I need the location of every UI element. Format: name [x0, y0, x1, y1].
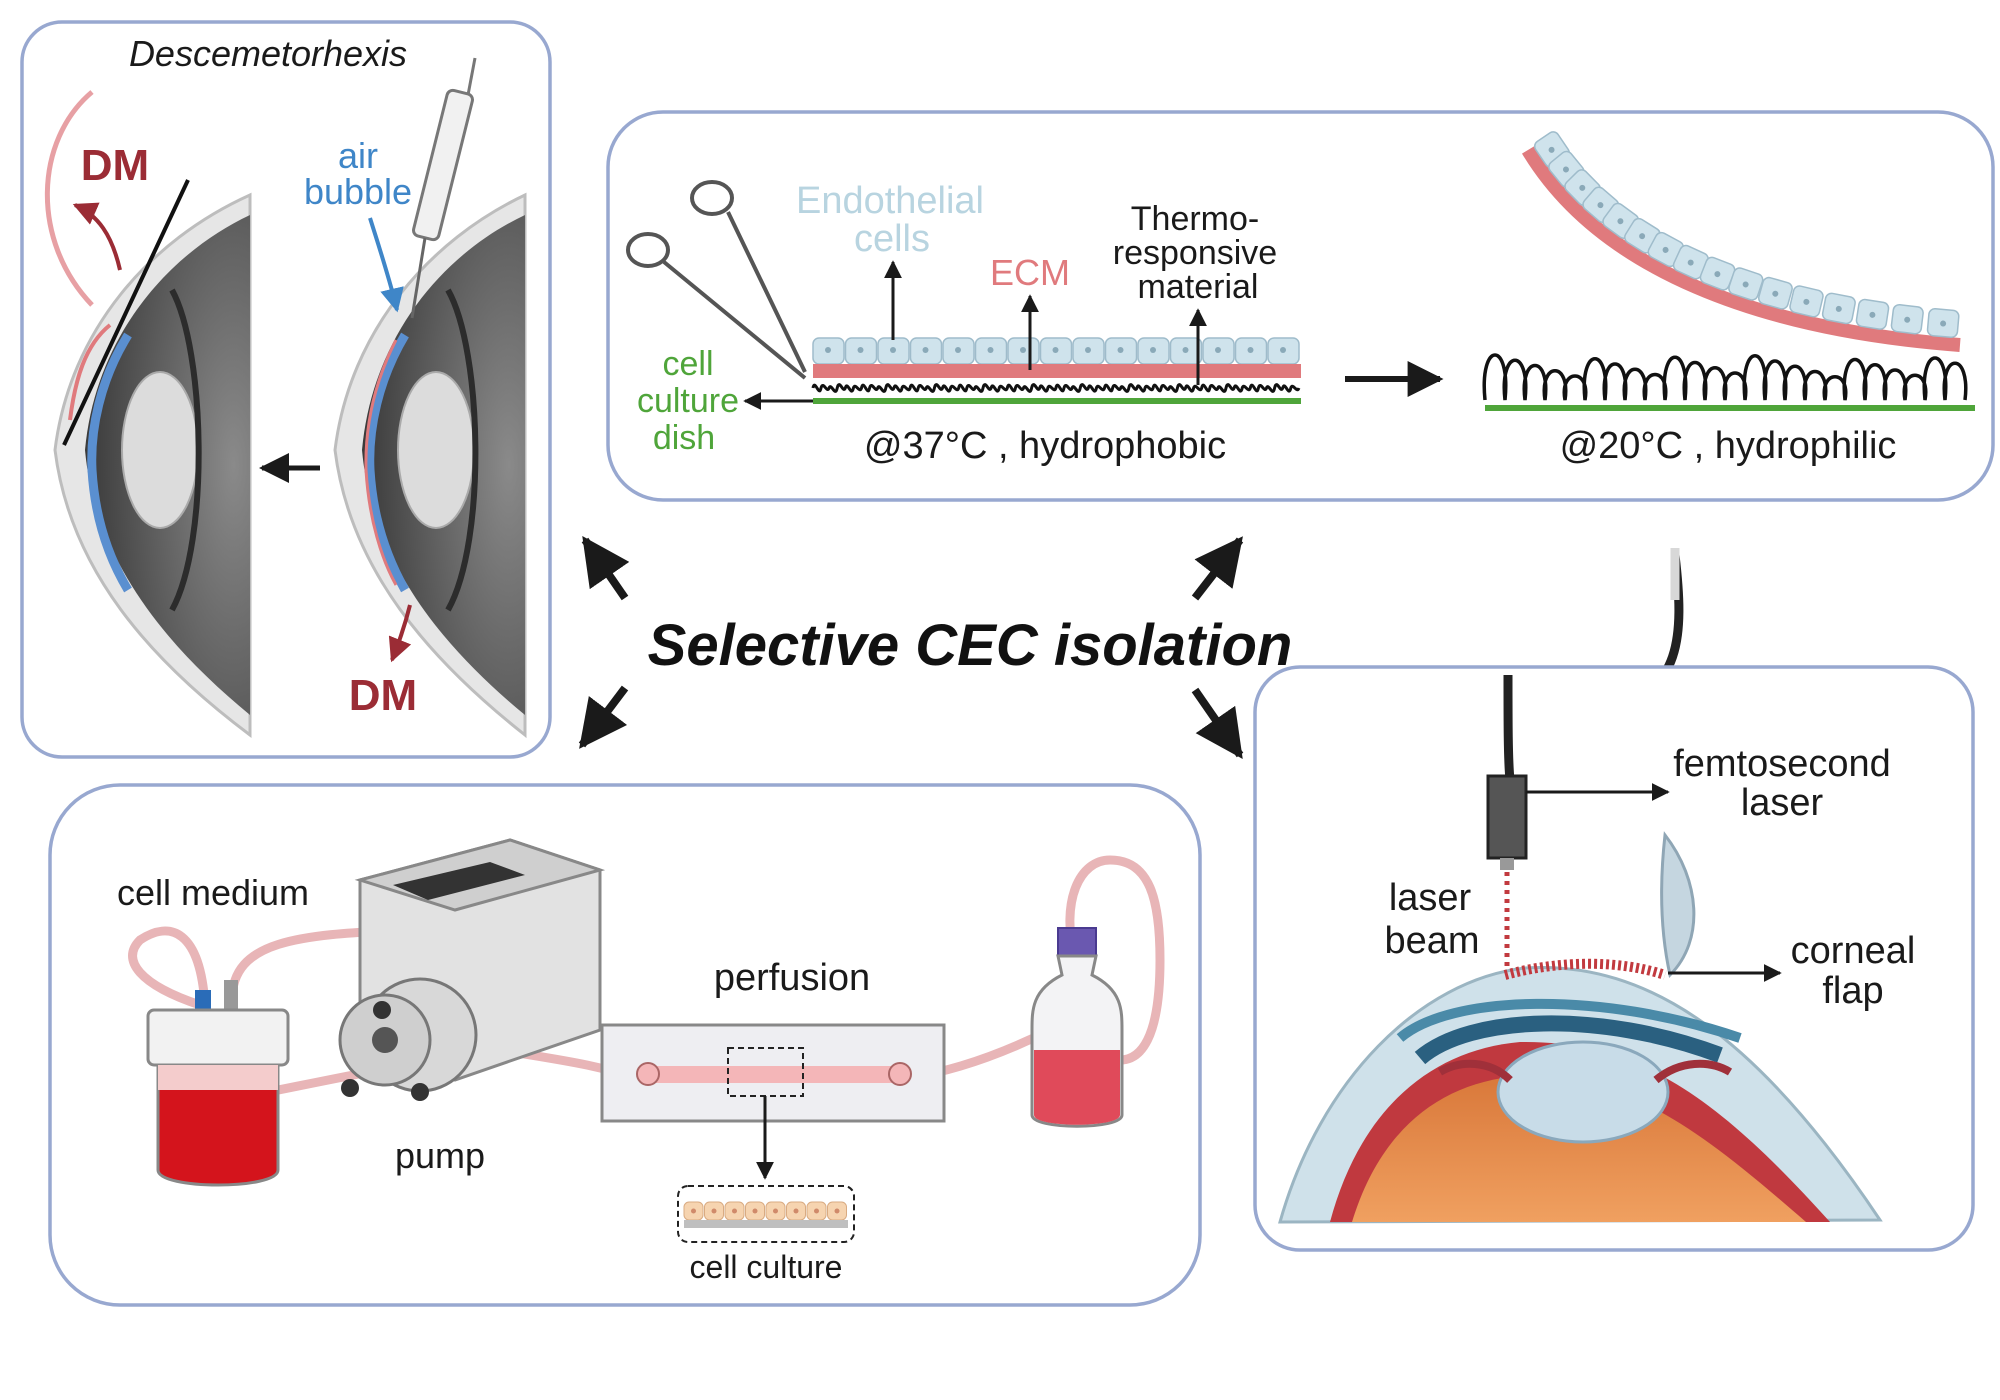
dm-label-right: DM — [349, 671, 417, 720]
arrow-to-perfusion — [578, 685, 629, 749]
thermo-label-line3: material — [1138, 268, 1259, 306]
peristaltic-pump-icon — [338, 838, 606, 1101]
arrow-to-descemetorhexis — [581, 536, 630, 601]
flap-label-line1: corneal — [1791, 930, 1916, 972]
thermo-material-coil-left — [811, 383, 1301, 393]
thermo-material-coil-right — [1482, 353, 1968, 401]
flap-label-line2: flap — [1822, 970, 1883, 1012]
air-bubble-label-line1: air — [338, 135, 378, 176]
arrow-to-thermo — [1191, 536, 1244, 601]
cell-medium-jar-icon — [146, 980, 290, 1187]
condition-right: @20°C , hydrophilic — [1560, 425, 1897, 467]
endothelial-cell-sheet-detached — [1533, 131, 1960, 339]
thermo-label-line1: Thermo- — [1131, 200, 1259, 238]
arrow-to-laser — [1191, 687, 1244, 759]
beam-label-line2: beam — [1384, 920, 1479, 962]
condition-left: @37°C , hydrophobic — [864, 425, 1226, 467]
endothelial-cell-row-left — [812, 337, 1300, 365]
cell-culture-label: cell culture — [690, 1249, 843, 1285]
dm-arrow-right — [388, 604, 412, 663]
eye-cross-section-icon — [1278, 965, 1883, 1224]
dish-line-right — [1485, 405, 1975, 411]
syringe-icon — [410, 57, 477, 319]
dish-label-line1: cell — [662, 345, 713, 383]
dish-label-line3: dish — [653, 419, 715, 457]
peeled-dm-arc — [44, 90, 94, 307]
ecm-sheet-detached — [1522, 146, 1961, 352]
cell-culture-zoom — [677, 1185, 855, 1243]
perfusion-chamber-icon — [600, 1023, 946, 1123]
hemostat-icon — [626, 180, 807, 380]
main-title: Selective CEC isolation — [648, 613, 1293, 678]
beam-label-line1: laser — [1389, 877, 1472, 919]
corneal-flap-icon — [1660, 831, 1696, 978]
perfusion-panel: cell medium pump perfusion cell culture — [48, 783, 1202, 1307]
air-bubble-label-line2: bubble — [304, 171, 412, 212]
laser-panel: femtosecond laser laser beam corneal fla… — [1253, 548, 1975, 1252]
thermo-label-line2: responsive — [1113, 234, 1277, 272]
eye-left-illustration — [53, 179, 252, 739]
dish-line-left — [813, 398, 1301, 404]
endothelial-label-line1: Endothelial — [796, 180, 984, 222]
eye-right-illustration — [333, 192, 527, 739]
ecm-layer-left — [813, 364, 1301, 378]
laser-cable-inner — [1503, 674, 1515, 781]
dm-arrow-left — [72, 202, 122, 271]
thermo-panel: Endothelial cells ECM Thermo- responsive… — [606, 110, 1995, 502]
flap-cut-line — [1503, 958, 1667, 980]
dish-label-line2: culture — [637, 382, 739, 420]
air-bubble-arrow — [368, 217, 404, 313]
descemetorhexis-title: Descemetorhexis — [129, 33, 407, 74]
perfusion-label: perfusion — [714, 957, 870, 999]
endothelial-label-line2: cells — [854, 218, 930, 260]
forceps-line — [62, 179, 190, 446]
femto-label-line1: femtosecond — [1673, 743, 1891, 785]
descemetorhexis-panel: Descemetorhexis DM — [20, 20, 552, 759]
laser-head-icon — [1486, 774, 1528, 860]
dm-label-left: DM — [81, 141, 149, 190]
femto-label-line2: laser — [1741, 782, 1824, 824]
medium-bottle-icon — [1030, 927, 1124, 1128]
ecm-label: ECM — [990, 252, 1070, 293]
pump-label: pump — [395, 1135, 485, 1176]
cell-medium-label: cell medium — [117, 872, 309, 913]
